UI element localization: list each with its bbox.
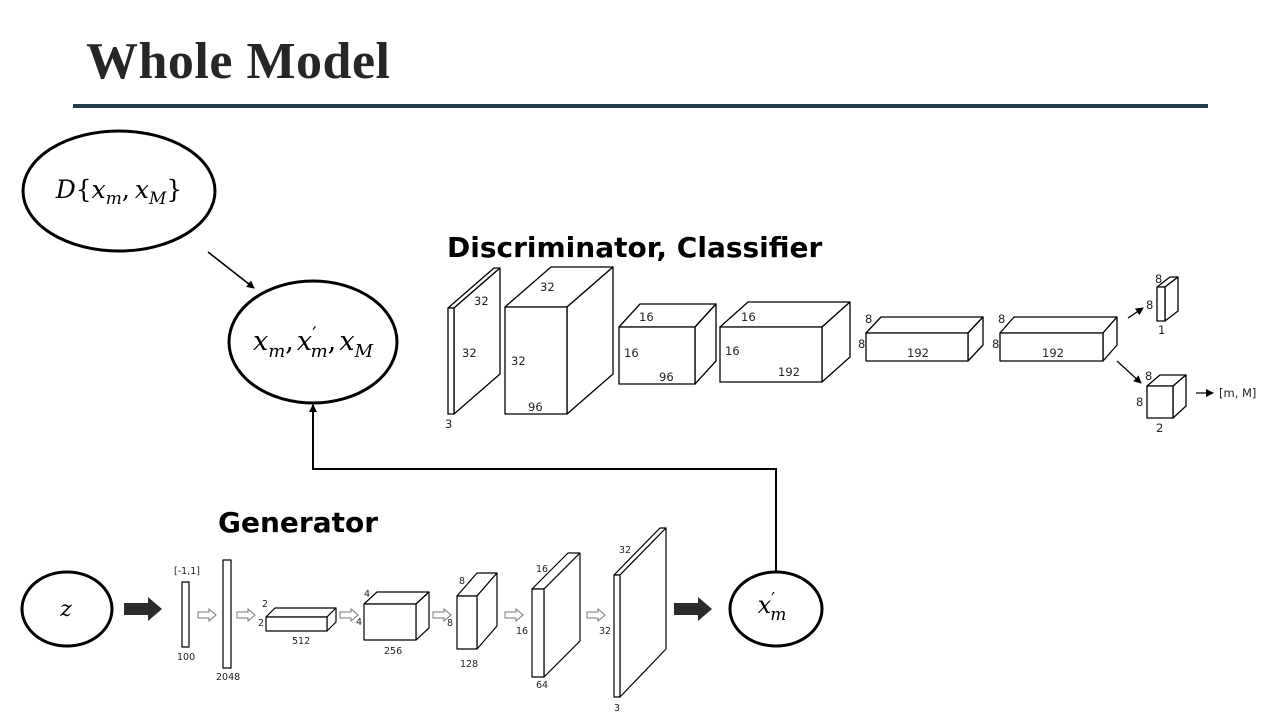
disc-layer-6 <box>999 316 1118 362</box>
dataset-node: D{xm,xM} <box>21 129 217 253</box>
gen-block-2 <box>363 591 430 641</box>
gen-step-arrow-2 <box>236 607 256 623</box>
gen-step-arrow-6 <box>586 607 606 623</box>
gen-step-arrow-5 <box>504 607 524 623</box>
head2-mid-label: 8 <box>1136 395 1143 409</box>
gen1-side-label: 2 <box>258 618 264 629</box>
gen5-side-label: 32 <box>599 626 611 637</box>
disc5-mid-label: 8 <box>858 337 865 351</box>
disc-layer-2 <box>504 266 614 415</box>
gen3-side-label: 8 <box>447 618 453 629</box>
disc3-top-label: 16 <box>639 310 654 324</box>
gen4-bottom-label: 64 <box>536 680 548 691</box>
fc-vector <box>222 559 232 669</box>
dataset-to-input-arrow <box>207 251 255 289</box>
disc2-bottom-label: 96 <box>528 400 543 414</box>
disc3-mid-label: 16 <box>624 346 639 360</box>
disc4-top-label: 16 <box>741 310 756 324</box>
head2-top-label: 8 <box>1145 369 1152 383</box>
head1-top-label: 8 <box>1155 272 1162 286</box>
generator-output-arrow <box>674 597 712 621</box>
svg-text:x′m: x′m <box>758 589 787 625</box>
disc6-top-label: 8 <box>998 312 1005 326</box>
gen3-bottom-label: 128 <box>460 659 478 670</box>
gen2-top-label: 4 <box>364 589 370 600</box>
gen1-bottom-label: 512 <box>292 636 310 647</box>
gen5-top-label: 32 <box>619 545 631 556</box>
gen-step-arrow-4 <box>432 607 452 623</box>
svg-text:xm,x′m,xM: xm,x′m,xM <box>253 322 374 362</box>
generator-feedback-arrow <box>309 404 777 572</box>
disc-layer-3 <box>618 303 717 385</box>
generated-sample-node: x′m <box>728 570 824 648</box>
disc5-bottom-label: 192 <box>907 346 929 360</box>
slide-title: Whole Model <box>86 33 391 90</box>
head1-mid-label: 8 <box>1146 298 1153 312</box>
gen-step-arrow-1 <box>197 607 217 623</box>
disc-layer-5 <box>865 316 984 362</box>
gen1-top-label: 2 <box>262 599 268 610</box>
gen2-side-label: 4 <box>356 617 362 628</box>
disc-layer-4 <box>719 301 851 383</box>
classifier-output-label: [m, M] <box>1219 386 1256 400</box>
disc1-bottom-label: 3 <box>445 417 452 431</box>
disc-layer-1 <box>447 267 501 415</box>
gen-block-1 <box>265 607 337 632</box>
gen-step-arrow-3 <box>339 607 359 623</box>
gen5-bottom-label: 3 <box>614 703 620 714</box>
disc2-mid-label: 32 <box>511 354 526 368</box>
svg-text:z: z <box>59 597 72 622</box>
fc-dim-label: 2048 <box>216 672 240 683</box>
disc2-top-label: 32 <box>540 280 555 294</box>
disc1-top-label: 32 <box>474 294 489 308</box>
gen4-side-label: 16 <box>516 626 528 637</box>
head1-bottom-label: 1 <box>1158 323 1165 337</box>
noise-range-label: [-1,1] <box>174 566 200 577</box>
noise-input-arrow <box>124 597 162 621</box>
discriminator-section-title: Discriminator, Classifier <box>447 231 823 264</box>
gen-block-3 <box>456 572 498 650</box>
disc4-mid-label: 16 <box>725 344 740 358</box>
disc4-bottom-label: 192 <box>778 365 800 379</box>
disc6-bottom-label: 192 <box>1042 346 1064 360</box>
gen-block-4 <box>531 552 581 678</box>
svg-text:D{xm,xM}: D{xm,xM} <box>55 175 183 209</box>
disc3-bottom-label: 96 <box>659 370 674 384</box>
discriminator-input-node: xm,x′m,xM <box>227 279 399 405</box>
disc6-mid-label: 8 <box>992 337 999 351</box>
noise-dim-label: 100 <box>177 652 195 663</box>
head2-bottom-label: 2 <box>1156 421 1163 435</box>
generator-section-title: Generator <box>218 506 378 539</box>
disc5-top-label: 8 <box>865 312 872 326</box>
disc1-mid-label: 32 <box>462 346 477 360</box>
head-2-arrow <box>1116 360 1142 384</box>
gen-block-5 <box>613 527 667 698</box>
gen4-top-label: 16 <box>536 564 548 575</box>
disc-head-1 <box>1156 276 1179 322</box>
noise-node: z <box>20 570 114 648</box>
gen3-top-label: 8 <box>459 576 465 587</box>
noise-vector <box>181 581 190 648</box>
head-1-arrow <box>1127 307 1144 319</box>
gen2-bottom-label: 256 <box>384 646 402 657</box>
disc-head-2 <box>1146 374 1187 419</box>
